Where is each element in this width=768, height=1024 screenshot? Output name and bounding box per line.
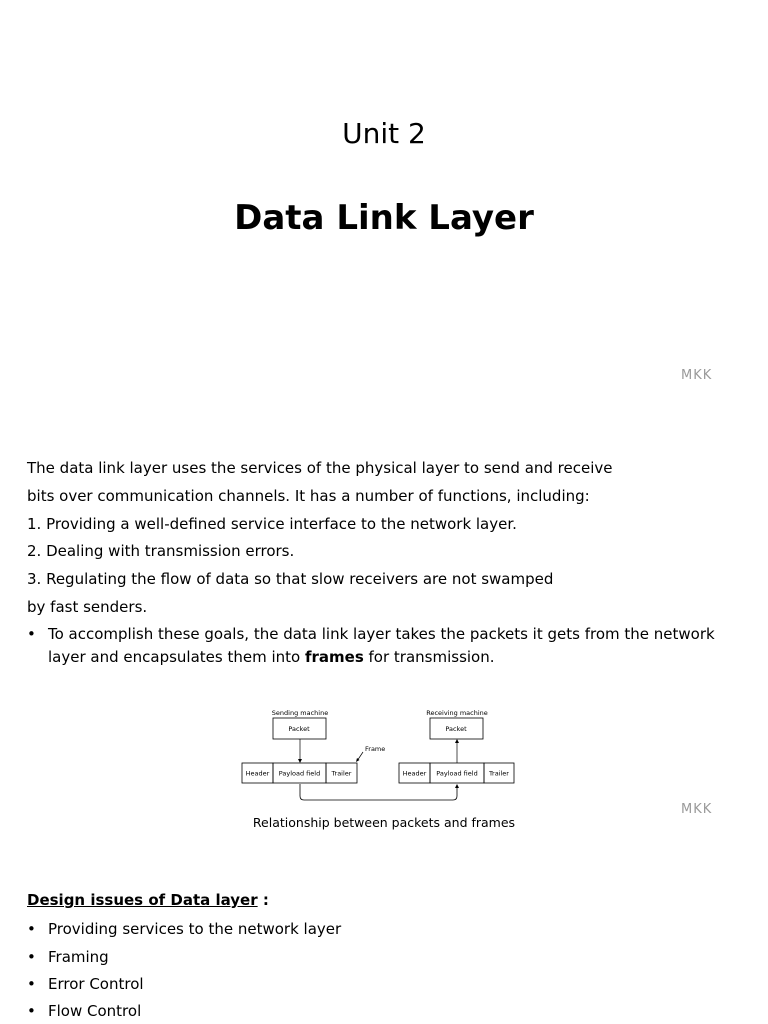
sending-trailer-label: Trailer [331,770,352,778]
design-issue-item: • Providing services to the network laye… [27,918,742,941]
receiving-trailer-label: Trailer [488,770,509,778]
body-line: by fast senders. [27,598,148,616]
bullet-text-prefix: To accomplish these goals, the data link… [48,625,715,666]
body-line: bits over communication channels. It has… [27,487,590,505]
sending-packet-label: Packet [288,725,310,733]
sending-packet-box [272,717,327,740]
bullet-text-bold: frames [304,648,364,666]
receiving-packet-label: Packet [445,725,467,733]
receiving-payload-label: Payload field [436,770,477,778]
receiving-machine-label: Receiving machine [426,709,488,717]
body-line: 3. Regulating the flow of data so that s… [27,570,554,588]
design-issue-text: Framing [48,948,109,966]
design-issues-heading: Design issues of Data layer : [27,891,269,909]
receiving-packet-box [429,717,484,740]
frame-pointer-head [356,758,360,762]
design-issue-text: Providing services to the network layer [48,920,342,938]
bullet-text-suffix: for transmission. [363,648,495,666]
bullet-icon: • [27,948,36,966]
body-line: The data link layer uses the services of… [27,459,613,477]
connection-path [299,784,458,801]
receiving-header-label: Header [403,770,427,778]
sending-trailer-box [325,762,358,784]
slide-title: Data Link Layer [234,198,534,238]
design-issue-item: • Error Control [27,973,742,996]
design-issue-item: • Flow Control [27,1000,742,1023]
design-issues-heading-colon: : [257,891,269,909]
bullet-text: To accomplish these goals, the data link… [48,623,738,669]
packet-frame-diagram: Sending machine Packet Header Payload fi… [241,709,515,801]
watermark: MKK [681,368,713,383]
design-issue-text: Flow Control [48,1002,142,1020]
body-line: 2. Dealing with transmission errors. [27,542,295,560]
sending-payload-label: Payload field [279,770,320,778]
design-issues-heading-text: Design issues of Data layer [27,891,258,909]
bullet-icon: • [27,920,36,938]
design-issue-text: Error Control [48,975,144,993]
design-issue-item: • Framing [27,946,742,969]
watermark: MKK [681,802,713,817]
frame-label: Frame [365,745,385,753]
sending-machine-label: Sending machine [272,709,328,717]
sending-header-label: Header [246,770,270,778]
unit-label: Unit 2 [342,117,426,150]
bullet-icon: • [27,625,36,643]
figure-caption: Relationship between packets and frames [252,815,516,830]
body-line: 1. Providing a well-defined service inte… [27,515,517,533]
down-arrow-head [298,759,302,763]
up-arrow-head [455,739,459,743]
bullet-item: • To accomplish these goals, the data li… [27,623,742,671]
bullet-icon: • [27,1002,36,1020]
receiving-trailer-box [483,762,515,784]
bullet-icon: • [27,975,36,993]
connection-arrow-head [455,784,459,788]
